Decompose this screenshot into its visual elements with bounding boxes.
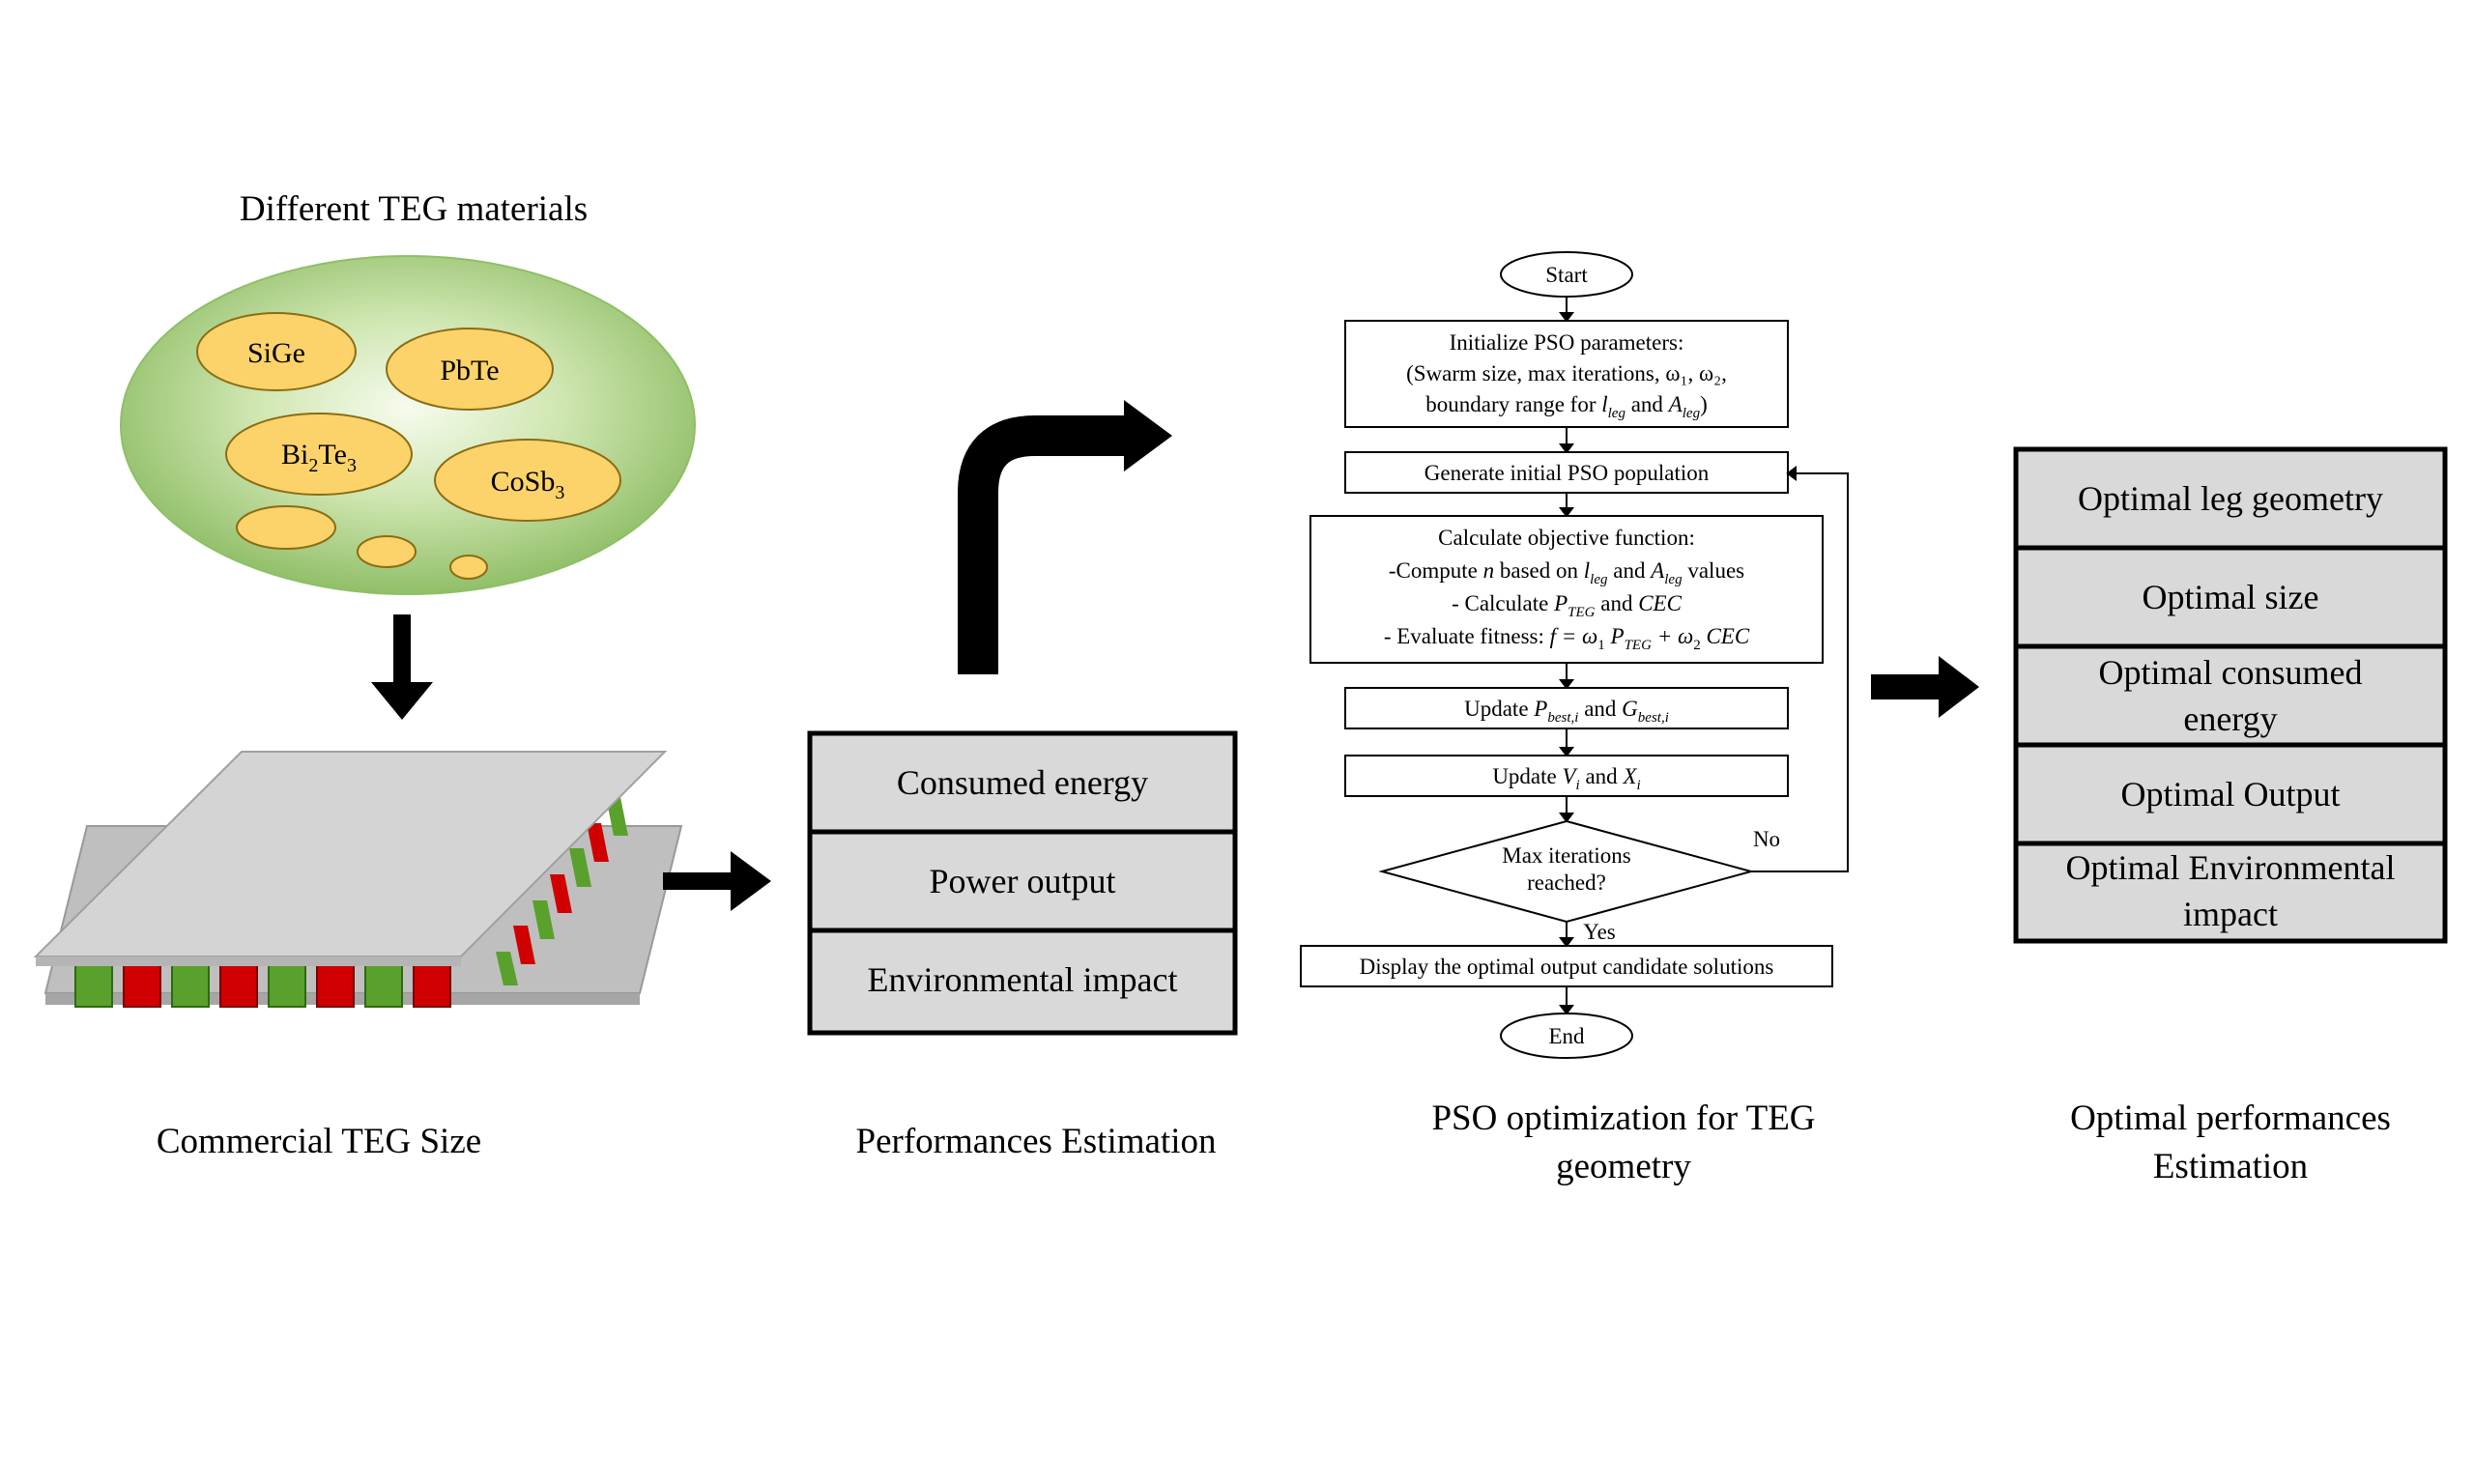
flow-display-label: Display the optimal output candidate sol… [1360, 955, 1774, 979]
flow-no-label: No [1753, 827, 1780, 851]
right-arrow-1 [663, 851, 771, 911]
flow-start-label: Start [1545, 263, 1588, 287]
material-sige-bubble [196, 312, 357, 391]
flow-generate-box [1344, 451, 1789, 494]
material-pbte-label: PbTe [440, 355, 499, 386]
performance-item-environment: Environmental impact [868, 960, 1178, 999]
flow-end-label: End [1548, 1024, 1585, 1048]
flow-init-box [1344, 320, 1789, 428]
optimal-item-environment-line2: impact [2183, 895, 2278, 933]
material-empty-bubble-3 [449, 555, 488, 580]
teg-module-illustration [33, 751, 683, 1008]
performance-box: Consumed energy Power output Environment… [807, 730, 1238, 1036]
material-cosb3-bubble [434, 439, 621, 522]
performances-caption: Performances Estimation [856, 1122, 1217, 1161]
optimal-box: Optimal leg geometry Optimal size Optima… [2013, 446, 2448, 944]
down-arrow [371, 614, 433, 720]
flow-init-line3: boundary range for lleg and Aleg) [1425, 392, 1708, 421]
optimal-item-leg-geometry: Optimal leg geometry [2078, 479, 2383, 518]
flow-calc-line2: -Compute n based on lleg and Aleg values [1389, 558, 1744, 587]
flow-calc-line4: - Evaluate fitness: f = ω1 PTEG + ω2 CEC [1384, 624, 1750, 653]
right-arrow-2 [1871, 656, 1979, 718]
pso-flowchart-text: Start Initialize PSO parameters: (Swarm … [1360, 263, 1780, 1048]
optimal-item-output: Optimal Output [2121, 775, 2341, 813]
flow-end-node [1500, 1013, 1633, 1059]
optimal-item-size: Optimal size [2143, 578, 2319, 616]
material-bi2te3-label: Bi2Te3 [281, 439, 357, 476]
teg-legs-side [496, 797, 628, 985]
flow-display-box [1300, 945, 1833, 987]
material-bi2te3-bubble [225, 413, 413, 496]
commercial-caption: Commercial TEG Size [157, 1122, 481, 1161]
optimal-item-energy-line1: Optimal consumed [2099, 653, 2363, 692]
flow-decision-line1: Max iterations [1502, 843, 1631, 868]
flow-generate-label: Generate initial PSO population [1424, 461, 1710, 485]
materials-caption: Different TEG materials [240, 189, 588, 229]
pso-flowchart [1300, 251, 1849, 1059]
flow-init-title: Initialize PSO parameters: [1450, 330, 1684, 355]
flow-calculate-box [1309, 515, 1824, 664]
pso-caption-line2: geometry [1556, 1147, 1691, 1186]
flow-decision-line2: reached? [1527, 870, 1606, 895]
flow-update-best-label: Update Pbest,i and Gbest,i [1464, 697, 1669, 726]
flow-yes-label: Yes [1583, 920, 1616, 944]
materials-ellipse-group: SiGe PbTe Bi2Te3 CoSb3 [120, 255, 696, 595]
bent-arrow [958, 400, 1172, 674]
optimal-caption-line1: Optimal performances [2070, 1099, 2391, 1138]
flow-calc-line3: - Calculate PTEG and CEC [1452, 591, 1683, 620]
performance-item-energy: Consumed energy [897, 763, 1148, 802]
material-pbte-bubble [386, 328, 554, 411]
flow-calc-title: Calculate objective function: [1438, 526, 1695, 550]
optimal-caption-line2: Estimation [2153, 1147, 2308, 1186]
performance-item-power: Power output [930, 862, 1116, 900]
material-empty-bubble-1 [236, 505, 336, 550]
flow-update-vx-label: Update Vi and Xi [1492, 764, 1640, 793]
pso-caption-line1: PSO optimization for TEG [1431, 1099, 1815, 1138]
material-cosb3-label: CoSb3 [491, 466, 565, 503]
flow-update-best-box [1344, 687, 1789, 729]
optimal-item-environment-line1: Optimal Environmental [2066, 848, 2396, 887]
material-sige-label: SiGe [247, 337, 305, 369]
material-empty-bubble-2 [357, 535, 417, 568]
optimal-item-energy-line2: energy [2183, 699, 2277, 738]
flow-init-line2: (Swarm size, max iterations, ω₁, ω₂, [1406, 361, 1727, 385]
